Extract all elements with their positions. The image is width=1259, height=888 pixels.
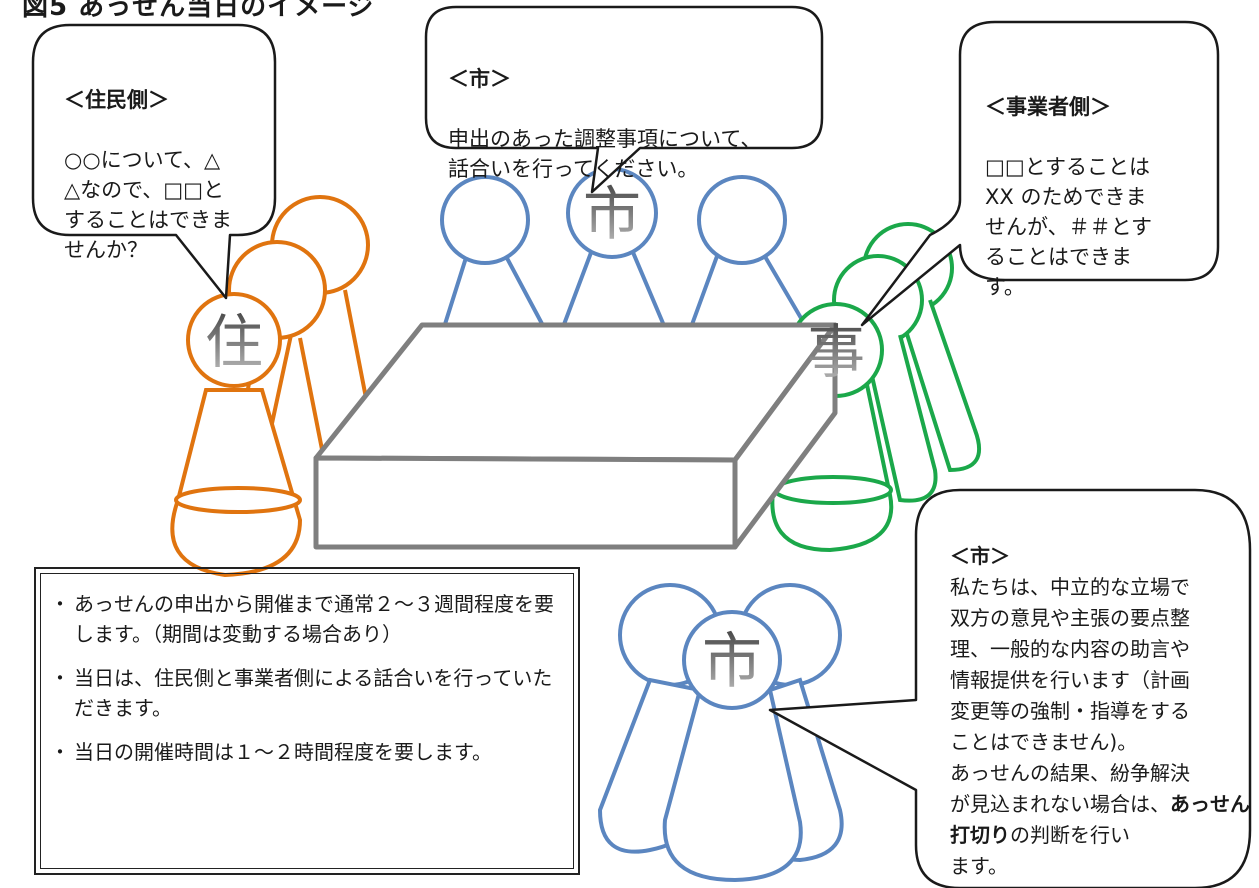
table-side <box>732 322 838 550</box>
business-bubble-text: ＜事業者側＞ □□とすることは XX のためできま せんが、＃＃とす ることはで… <box>985 62 1152 302</box>
resident-body-front <box>170 388 303 578</box>
city-bottom-bubble-tail: の判断を行い ます。 <box>950 823 1130 878</box>
business-body-mid <box>863 334 938 503</box>
meeting-table <box>313 322 838 550</box>
business-body-back <box>898 299 981 473</box>
business-bubble-body: □□とすることは XX のためできま せんが、＃＃とす ることはできま す。 <box>985 155 1152 299</box>
speech-bubbles <box>31 5 1252 888</box>
resident-badge: 住 <box>205 308 263 376</box>
city-badge-bottom: 市 <box>702 627 762 697</box>
city-officials-back <box>438 167 810 341</box>
city-official-head-right <box>697 175 787 265</box>
city-top-bubble-heading: ＜市＞ <box>448 67 511 91</box>
city-bottom-bubble-heading: ＜市＞ <box>950 544 1010 568</box>
resident-bubble-body: ○○について、△ △なので、□□と することはできま せんか？ <box>64 148 232 262</box>
front-official-body-center <box>662 688 803 883</box>
city-top-bubble-text: ＜市＞ 申出のあった調整事項について、 話合いを行ってください。 <box>448 34 761 184</box>
resident-group <box>170 195 382 578</box>
business-speech-bubble <box>860 20 1220 327</box>
city-bottom-bubble-body: 私たちは、中立的な立場で 双方の意見や主張の要点整 理、一般的な内容の助言や 情… <box>950 575 1190 816</box>
figure-title: 図5 あっせん当日のイメージ <box>22 0 375 22</box>
city-bottom-bubble-text: ＜市＞ 私たちは、中立的な立場で 双方の意見や主張の要点整 理、一般的な内容の助言… <box>950 510 1259 882</box>
table-front <box>313 455 738 550</box>
note-item: 当日は、住民側と事業者側による話合いを行っていただきます。 <box>50 663 566 723</box>
city-bottom-bubble-emphasis: あっせん打切り <box>950 792 1250 847</box>
city-top-bubble-body: 申出のあった調整事項について、 話合いを行ってください。 <box>448 127 762 181</box>
city-officials-front <box>597 583 844 883</box>
front-official-head-center <box>682 610 782 710</box>
city-official-head-left <box>440 175 530 265</box>
business-base-front <box>773 475 893 505</box>
resident-head-front <box>186 292 282 388</box>
business-badge: 事 <box>807 318 865 386</box>
business-bubble-heading: ＜事業者側＞ <box>985 95 1111 119</box>
notes-box: あっせんの申出から開催まで通常２～３週間程度を要します。（期間は変動する場合あり… <box>34 567 580 875</box>
notes-list: あっせんの申出から開催まで通常２～３週間程度を要します。（期間は変動する場合あり… <box>50 589 566 781</box>
note-item: あっせんの申出から開催まで通常２～３週間程度を要します。（期間は変動する場合あり… <box>50 589 566 649</box>
city-official-body-center <box>558 249 670 336</box>
note-item: 当日の開催時間は１～２時間程度を要します。 <box>50 737 566 767</box>
resident-base-front <box>174 486 302 514</box>
city-speech-bubble-top <box>424 5 824 194</box>
resident-bubble-text: ＜住民側＞ ○○について、△ △なので、□□と することはできま せんか？ <box>64 55 232 265</box>
resident-speech-bubble <box>31 23 277 300</box>
resident-bubble-heading: ＜住民側＞ <box>64 88 169 112</box>
city-official-body-right <box>688 246 810 332</box>
